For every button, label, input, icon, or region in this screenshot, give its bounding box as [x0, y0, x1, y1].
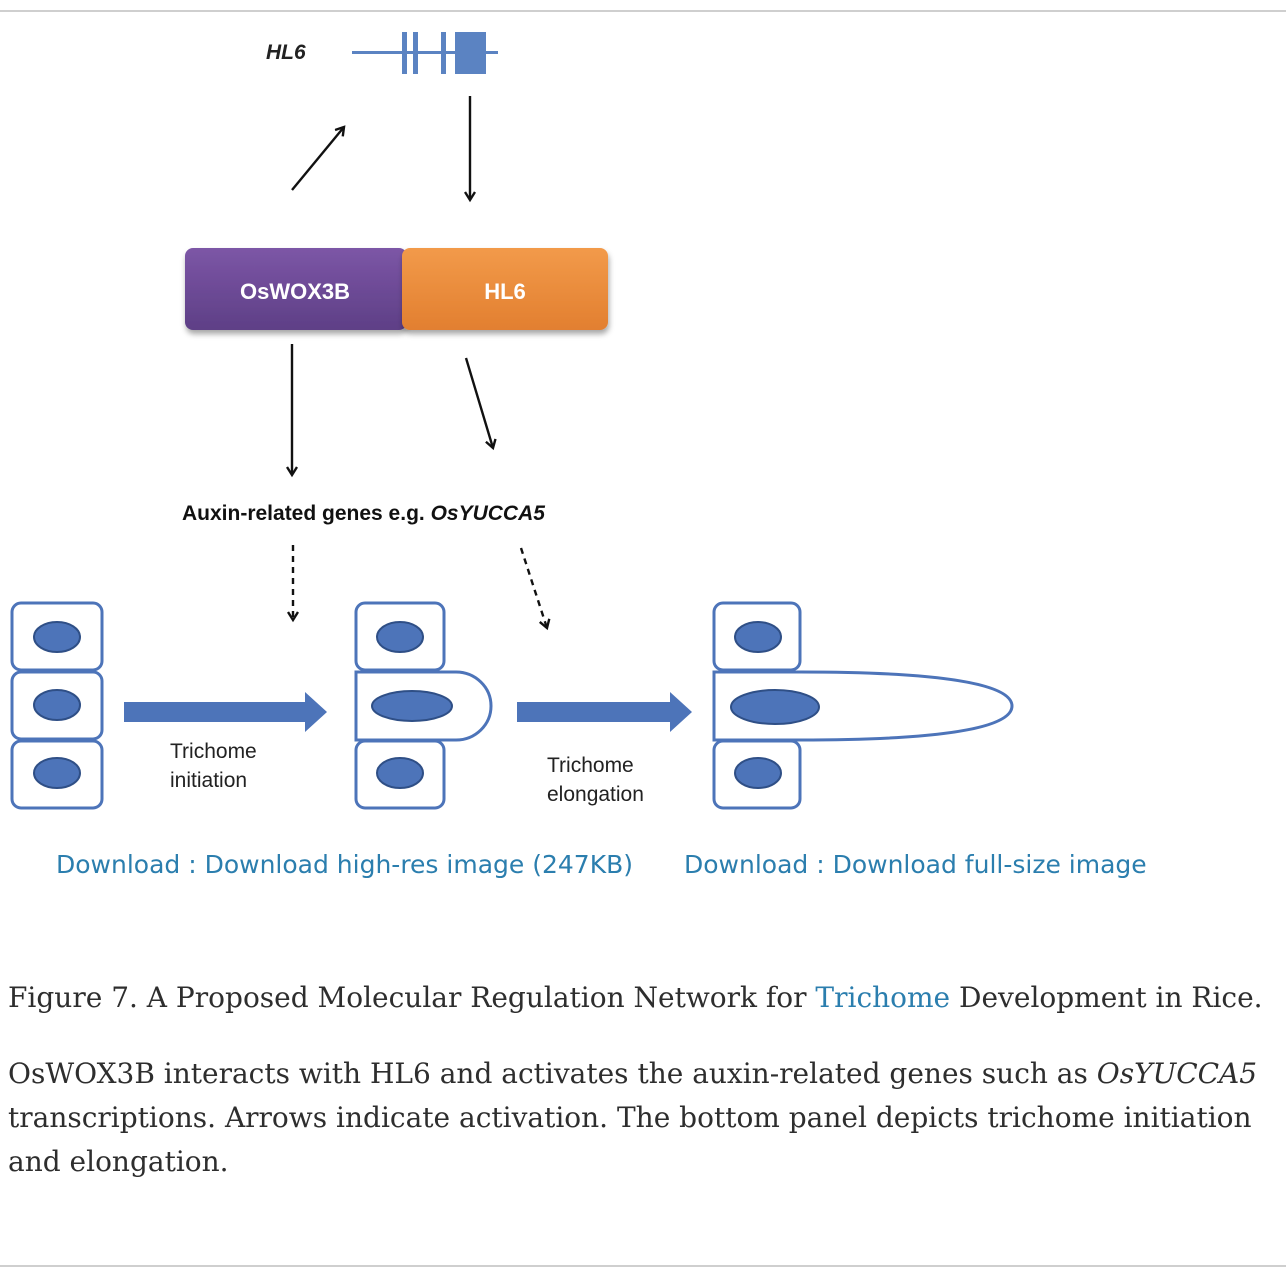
hl6-gene-structure: [352, 32, 498, 74]
arrow-hl6-to-auxin: [464, 357, 493, 448]
elongation-label-line2: elongation: [547, 783, 644, 806]
elongation-label-line1: Trichome: [547, 754, 634, 777]
initiation-label-line2: initiation: [170, 769, 247, 792]
download-highres-link[interactable]: Download : Download high-res image (247K…: [56, 850, 633, 879]
figure-caption-title: Figure 7. A Proposed Molecular Regulatio…: [8, 978, 1268, 1018]
stage-2-cells: [712, 601, 1014, 810]
oswox3b-box: [185, 248, 407, 330]
gene-label: HL6: [266, 41, 306, 64]
trichome-link[interactable]: Trichome: [815, 981, 951, 1014]
caption-title-suffix: Development in Rice.: [950, 981, 1263, 1014]
top-divider: [0, 10, 1286, 12]
figure-caption-body: OsWOX3B interacts with HL6 and activates…: [8, 1052, 1268, 1184]
elongation-transition-arrow: [517, 692, 692, 732]
caption-title-prefix: Figure 7. A Proposed Molecular Regulatio…: [8, 981, 816, 1014]
arrow-complex-to-gene: [291, 127, 344, 191]
download-fullsize-link[interactable]: Download : Download full-size image: [684, 850, 1147, 879]
hl6-protein-label: HL6: [484, 279, 526, 304]
caption-gene-name: OsYUCCA5: [1096, 1057, 1258, 1090]
initiation-transition-arrow: [124, 692, 327, 732]
oswox3b-label: OsWOX3B: [240, 279, 350, 304]
bottom-divider: [0, 1265, 1286, 1267]
stage-1-cells: [354, 601, 493, 810]
hl6-box: [402, 248, 608, 330]
dashed-arrow-to-elongation: [519, 547, 547, 628]
auxin-genes-label: Auxin-related genes e.g. OsYUCCA5: [182, 502, 545, 525]
caption-body-part2: transcriptions. Arrows indicate activati…: [8, 1101, 1252, 1178]
caption-body-part1: OsWOX3B interacts with HL6 and activates…: [8, 1057, 1097, 1090]
initiation-label-line1: Trichome: [170, 740, 257, 763]
stage-0-cells: [10, 601, 104, 810]
regulation-network-diagram: HL6 OsWOX3B HL6 Auxin-related genes e.g.…: [10, 32, 1014, 810]
